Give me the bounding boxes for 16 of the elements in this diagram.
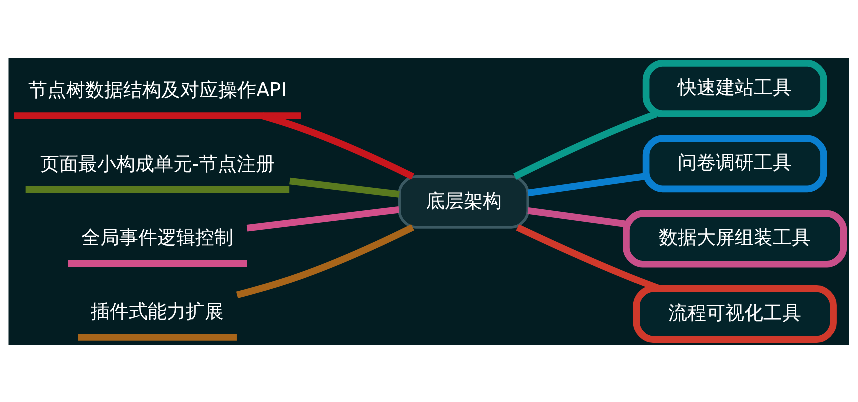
node-text: 插件式能力扩展 [91,299,224,322]
connector [236,224,414,298]
node-box: 问卷调研工具 [642,134,828,192]
connector [262,112,414,180]
node-box: 快速建站工具 [642,60,828,117]
node-box: 流程可视化工具 [633,285,837,342]
node-box: 底层架构 [398,175,530,228]
node-text: 全局事件逻辑控制 [82,226,234,249]
connector [246,206,400,232]
node-box: 数据大屏组装工具 [623,210,848,268]
connector [290,177,400,198]
connector [528,206,626,228]
connector [514,110,658,180]
node-text: 页面最小构成单元-节点注册 [40,152,276,175]
node-text: 节点树数据结构及对应操作API [28,78,287,102]
connector [528,172,647,196]
